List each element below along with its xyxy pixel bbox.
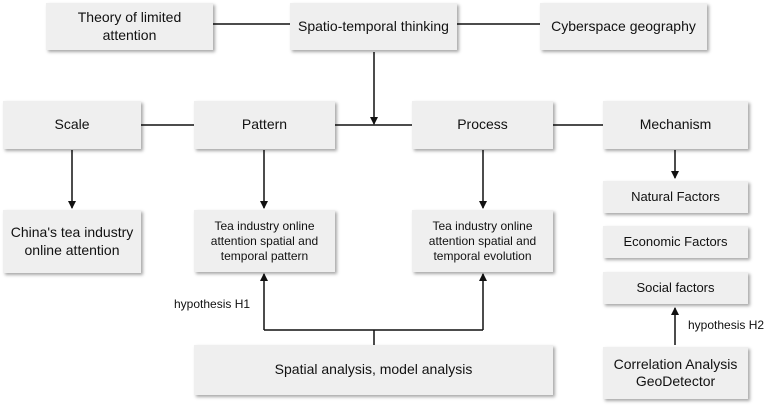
scale-box: Scale — [3, 101, 141, 149]
theory-limited-attention-text: Theory of limited attention — [77, 9, 182, 43]
social-factors-text: Social factors — [636, 279, 715, 295]
process-box: Process — [412, 101, 553, 149]
spatial-pattern-text: Tea industry online attention spatial an… — [210, 218, 319, 263]
cyberspace-geography-text: Cyberspace geography — [551, 17, 696, 34]
scale-text: Scale — [54, 116, 90, 133]
hypothesis-h2-label: hypothesis H2 — [688, 318, 765, 332]
pattern-box: Pattern — [194, 101, 335, 149]
process-text: Process — [457, 116, 508, 133]
correlation-analysis-text: Correlation Analysis — [613, 355, 738, 372]
spatio-temporal-thinking-text: Spatio-temporal thinking — [298, 17, 449, 34]
mechanism-text: Mechanism — [639, 116, 712, 133]
cyberspace-geography-box: Cyberspace geography — [540, 3, 707, 50]
correlation-analysis-box: Correlation Analysis GeoDetector — [603, 347, 748, 399]
economic-factors-text: Economic Factors — [623, 233, 728, 249]
spatio-temporal-thinking-box: Spatio-temporal thinking — [290, 3, 457, 50]
natural-factors-box: Natural Factors — [603, 181, 748, 213]
social-factors-box: Social factors — [603, 272, 748, 304]
natural-factors-text: Natural Factors — [631, 188, 720, 204]
theory-limited-attention-box: Theory of limited attention — [46, 3, 213, 50]
china-tea-attention-text: China's tea industry online attention — [10, 224, 134, 258]
spatial-analysis-text: Spatial analysis, model analysis — [274, 361, 473, 378]
economic-factors-box: Economic Factors — [603, 226, 748, 258]
geodetector-text: GeoDetector — [635, 373, 716, 389]
spatial-evolution-box: Tea industry online attention spatial an… — [412, 210, 553, 272]
spatial-evolution-text: Tea industry online attention spatial an… — [428, 218, 537, 263]
spatial-pattern-box: Tea industry online attention spatial an… — [194, 210, 335, 272]
china-tea-attention-box: China's tea industry online attention — [3, 210, 141, 273]
mechanism-box: Mechanism — [603, 101, 748, 149]
hypothesis-h1-label: hypothesis H1 — [174, 297, 251, 311]
pattern-text: Pattern — [241, 116, 288, 133]
spatial-analysis-box: Spatial analysis, model analysis — [194, 345, 553, 395]
